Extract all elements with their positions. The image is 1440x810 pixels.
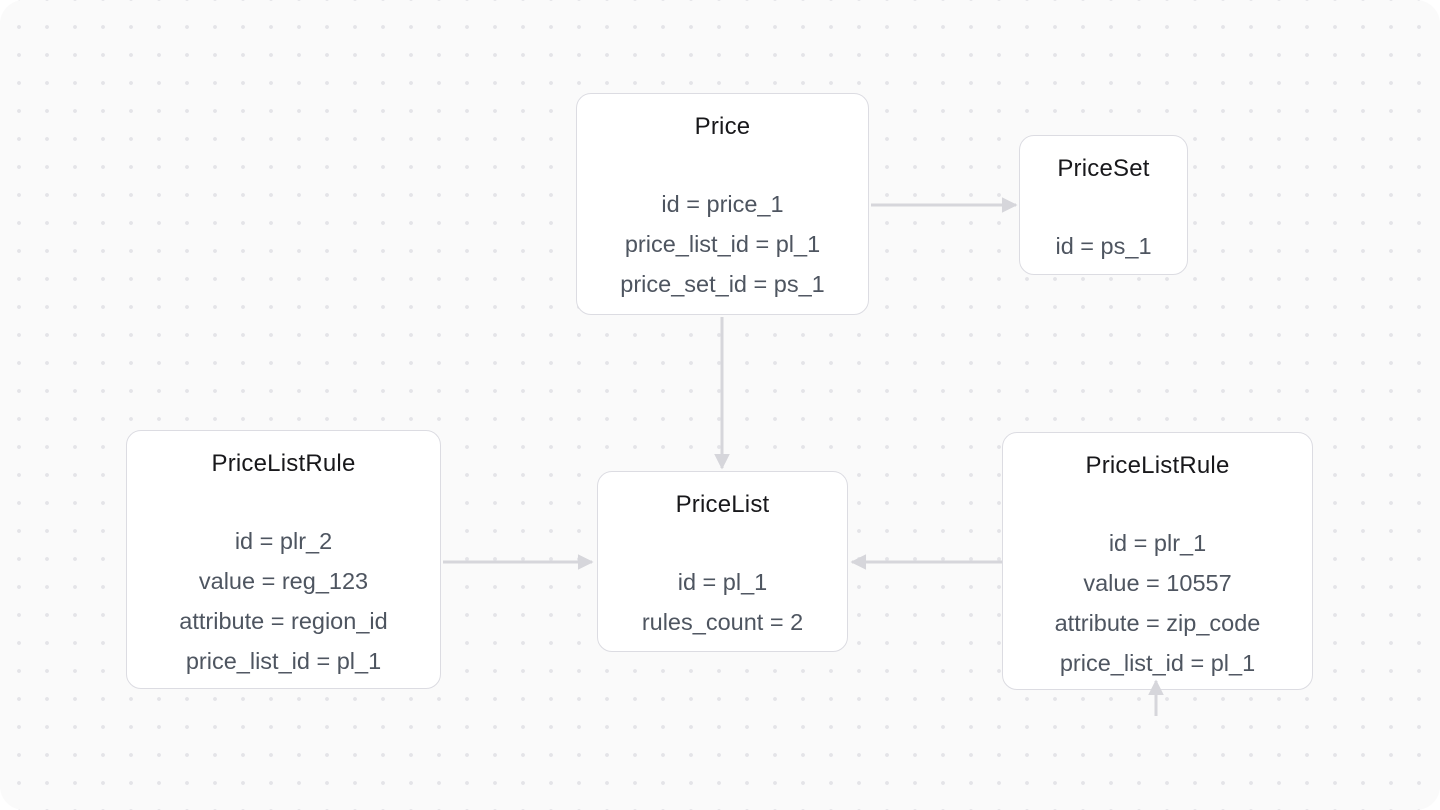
node-price-set-fields: id = ps_1 [1020,226,1187,266]
node-price-list-rule-left-field-value: value = reg_123 [198,568,369,594]
node-price-list-rule-left-field-attribute: attribute = region_id [179,608,388,634]
node-price[interactable]: Price id = price_1 price_list_id = pl_1 … [576,93,869,315]
node-price-list-title: PriceList [675,491,770,518]
node-price-field-price-list-id: price_list_id = pl_1 [624,231,821,257]
node-price-field-price-set-id: price_set_id = ps_1 [620,271,825,297]
node-price-list-rule-right-field-price-list-id: price_list_id = pl_1 [1059,650,1256,676]
node-price-list-rule-right-field-attribute: attribute = zip_code [1054,610,1261,636]
node-price-list-rule-right-field-id: id = plr_1 [1108,530,1207,556]
node-price-list-rule-right-title: PriceListRule [1085,452,1230,479]
node-price-list[interactable]: PriceList id = pl_1 rules_count = 2 [597,471,848,652]
node-price-list-rule-left-field-price-list-id: price_list_id = pl_1 [185,648,382,674]
node-price-list-rule-right-fields: id = plr_1 value = 10557 attribute = zip… [1003,523,1312,683]
node-price-list-fields: id = pl_1 rules_count = 2 [598,562,847,642]
node-price-field-id: id = price_1 [661,191,784,217]
node-price-title: Price [694,113,751,140]
node-price-list-rule-left-fields: id = plr_2 value = reg_123 attribute = r… [127,521,440,681]
node-price-list-rule-right-field-value: value = 10557 [1083,570,1232,596]
node-price-list-rule-left-field-id: id = plr_2 [234,528,333,554]
node-price-set-title: PriceSet [1057,155,1150,182]
node-price-set-field-id: id = ps_1 [1055,233,1152,259]
node-price-list-field-rules-count: rules_count = 2 [641,609,804,635]
node-price-list-rule-right[interactable]: PriceListRule id = plr_1 value = 10557 a… [1002,432,1313,690]
node-price-list-field-id: id = pl_1 [677,569,768,595]
node-price-list-rule-left[interactable]: PriceListRule id = plr_2 value = reg_123… [126,430,441,689]
node-price-set[interactable]: PriceSet id = ps_1 [1019,135,1188,275]
node-price-list-rule-left-title: PriceListRule [211,450,356,477]
node-price-fields: id = price_1 price_list_id = pl_1 price_… [577,184,868,304]
